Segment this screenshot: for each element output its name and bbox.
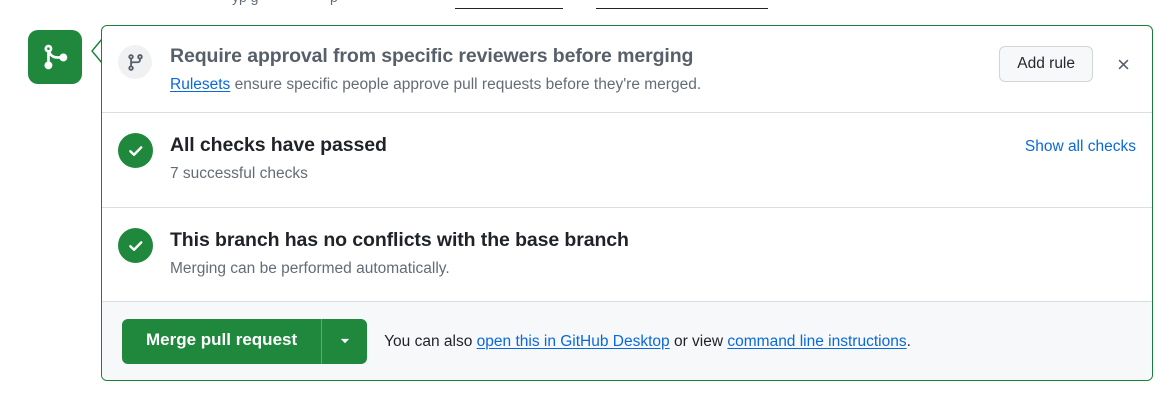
check-circle-icon (118, 228, 153, 264)
merge-note-suffix: . (906, 332, 911, 350)
merge-box: Require approval from specific reviewers… (101, 25, 1153, 381)
merge-options-dropdown-button[interactable] (321, 319, 367, 364)
close-icon (1115, 56, 1132, 73)
show-all-checks-link[interactable]: Show all checks (1024, 138, 1136, 156)
conflicts-subtitle: Merging can be performed automatically. (170, 260, 450, 278)
command-line-instructions-link[interactable]: command line instructions (727, 332, 907, 350)
rule-title: Require approval from specific reviewers… (170, 45, 694, 67)
merge-note-middle: or view (669, 332, 728, 350)
check-circle-icon (118, 133, 153, 169)
rule-description: Rulesets ensure specific people approve … (170, 74, 983, 96)
rule-description-rest: ensure specific people approve pull requ… (230, 75, 702, 93)
add-rule-button[interactable]: Add rule (999, 46, 1093, 83)
merge-action-bar: Merge pull request You can also open thi… (102, 300, 1152, 380)
clipped-underline (455, 8, 563, 9)
checks-title: All checks have passed (170, 134, 387, 157)
chevron-down-icon (338, 334, 352, 348)
checks-subtitle: 7 successful checks (170, 165, 308, 183)
show-all-checks-container: Show all checks (1025, 138, 1136, 156)
git-branch-icon (118, 45, 152, 79)
conflicts-text-block: This branch has no conflicts with the ba… (170, 227, 1136, 280)
git-merge-icon (41, 43, 69, 71)
checks-text-block: All checks have passed 7 successful chec… (170, 132, 1009, 185)
clipped-glyph: yp g (232, 0, 258, 5)
merge-help-text: You can also open this in GitHub Desktop… (384, 331, 911, 353)
clipped-text-above: yp g p (0, 0, 1167, 10)
rule-text-block: Require approval from specific reviewers… (170, 43, 983, 96)
open-in-github-desktop-link[interactable]: open this in GitHub Desktop (476, 332, 670, 350)
clipped-underline (596, 8, 768, 9)
conflicts-title: This branch has no conflicts with the ba… (170, 229, 629, 252)
rule-actions: Add rule (999, 46, 1136, 83)
merge-button-group: Merge pull request (122, 319, 368, 364)
rulesets-link[interactable]: Rulesets (170, 75, 231, 93)
clipped-glyph: p (330, 0, 338, 5)
merge-state-badge (28, 30, 82, 84)
merge-note-prefix: You can also (384, 332, 477, 350)
checks-status-section: All checks have passed 7 successful chec… (102, 112, 1152, 207)
rule-requirement-section: Require approval from specific reviewers… (102, 26, 1152, 112)
merge-pull-request-button[interactable]: Merge pull request (122, 319, 321, 363)
close-button[interactable] (1110, 51, 1136, 77)
conflicts-status-section: This branch has no conflicts with the ba… (102, 207, 1152, 300)
